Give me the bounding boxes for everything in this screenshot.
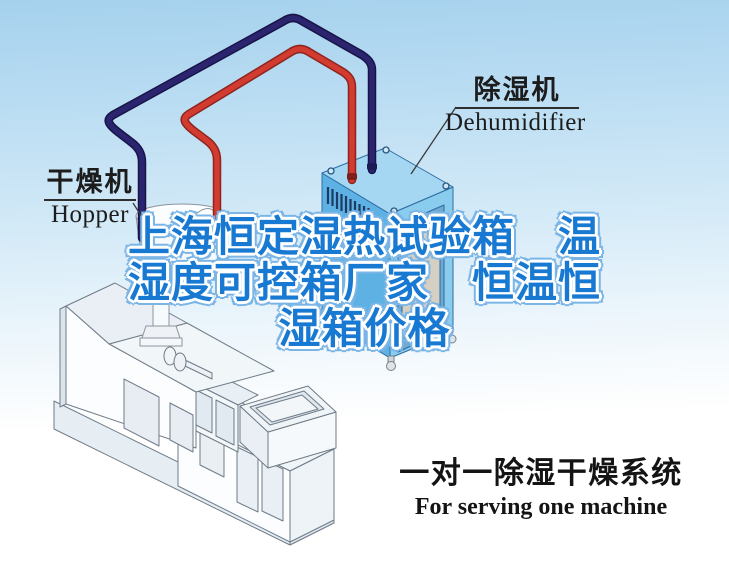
dehumidifier-label-zh: 除湿机 <box>455 76 579 110</box>
system-caption: 一对一除湿干燥系统 For serving one machine <box>381 457 701 520</box>
injection-molding-machine <box>53 282 337 546</box>
hopper-label-zh: 干燥机 <box>44 168 136 202</box>
watermark-text: 上海恒定湿热试验箱 温 湿度可控箱厂家 恒温恒 湿箱价格 <box>0 214 729 352</box>
dehumidifier-callout: 除湿机 Dehumidifier <box>445 76 585 137</box>
lifting-eyelets <box>327 146 450 215</box>
caster-wheels <box>386 334 457 371</box>
supply-air-pipe <box>180 44 357 243</box>
watermark-line-2: 湿度可控箱厂家 恒温恒 <box>127 258 601 307</box>
leader-lines <box>132 106 457 226</box>
hose-fittings <box>347 163 377 180</box>
hopper-label-en: Hopper <box>51 201 129 229</box>
hopper-callout: 干燥机 Hopper <box>44 168 136 229</box>
caption-en: For serving one machine <box>414 494 668 520</box>
watermark-line-3: 湿箱价格 <box>278 304 451 353</box>
watermark-line-1: 上海恒定湿热试验箱 温 <box>127 212 601 261</box>
louver-vents <box>326 187 375 251</box>
drying-hopper <box>135 203 229 347</box>
caption-zh: 一对一除湿干燥系统 <box>399 456 683 491</box>
return-air-pipe <box>104 13 377 243</box>
dehumidifier-label-en: Dehumidifier <box>445 109 586 137</box>
